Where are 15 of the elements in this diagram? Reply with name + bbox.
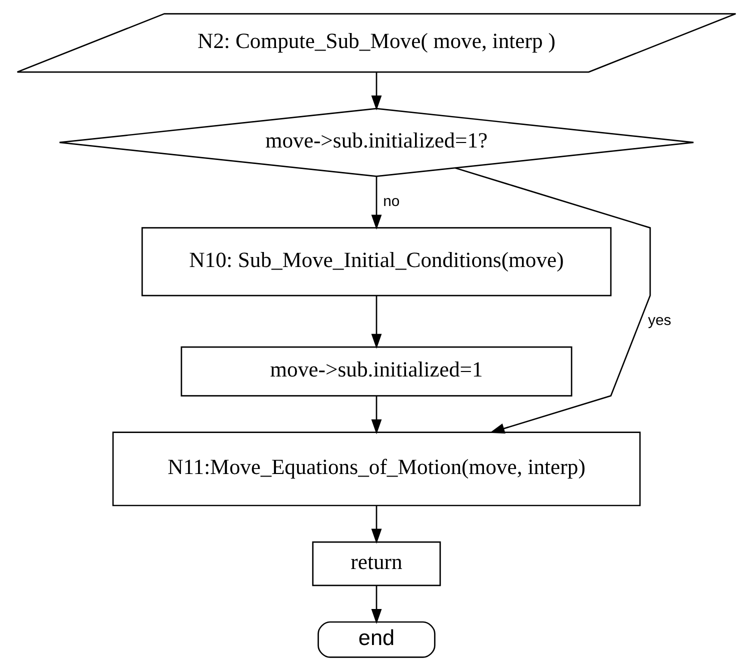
node-box: N11:Move_Equations_of_Motion(move, interp) xyxy=(112,432,640,506)
node-box: N10: Sub_Move_Initial_Conditions(move) xyxy=(140,227,612,296)
node-box: return xyxy=(312,541,440,586)
edge-label: no xyxy=(382,194,400,210)
arrow xyxy=(370,72,382,110)
edge-label: yes xyxy=(647,313,671,330)
arrow xyxy=(370,176,382,230)
arrow xyxy=(370,506,382,544)
node-box: end xyxy=(317,621,435,658)
arrow xyxy=(370,396,382,434)
node-box: move->sub.initialized=1 xyxy=(180,346,572,396)
arrow xyxy=(370,296,382,349)
arrow xyxy=(454,167,650,434)
node-diamond: move->sub.initialized=1? xyxy=(58,108,694,178)
arrow xyxy=(370,585,382,624)
